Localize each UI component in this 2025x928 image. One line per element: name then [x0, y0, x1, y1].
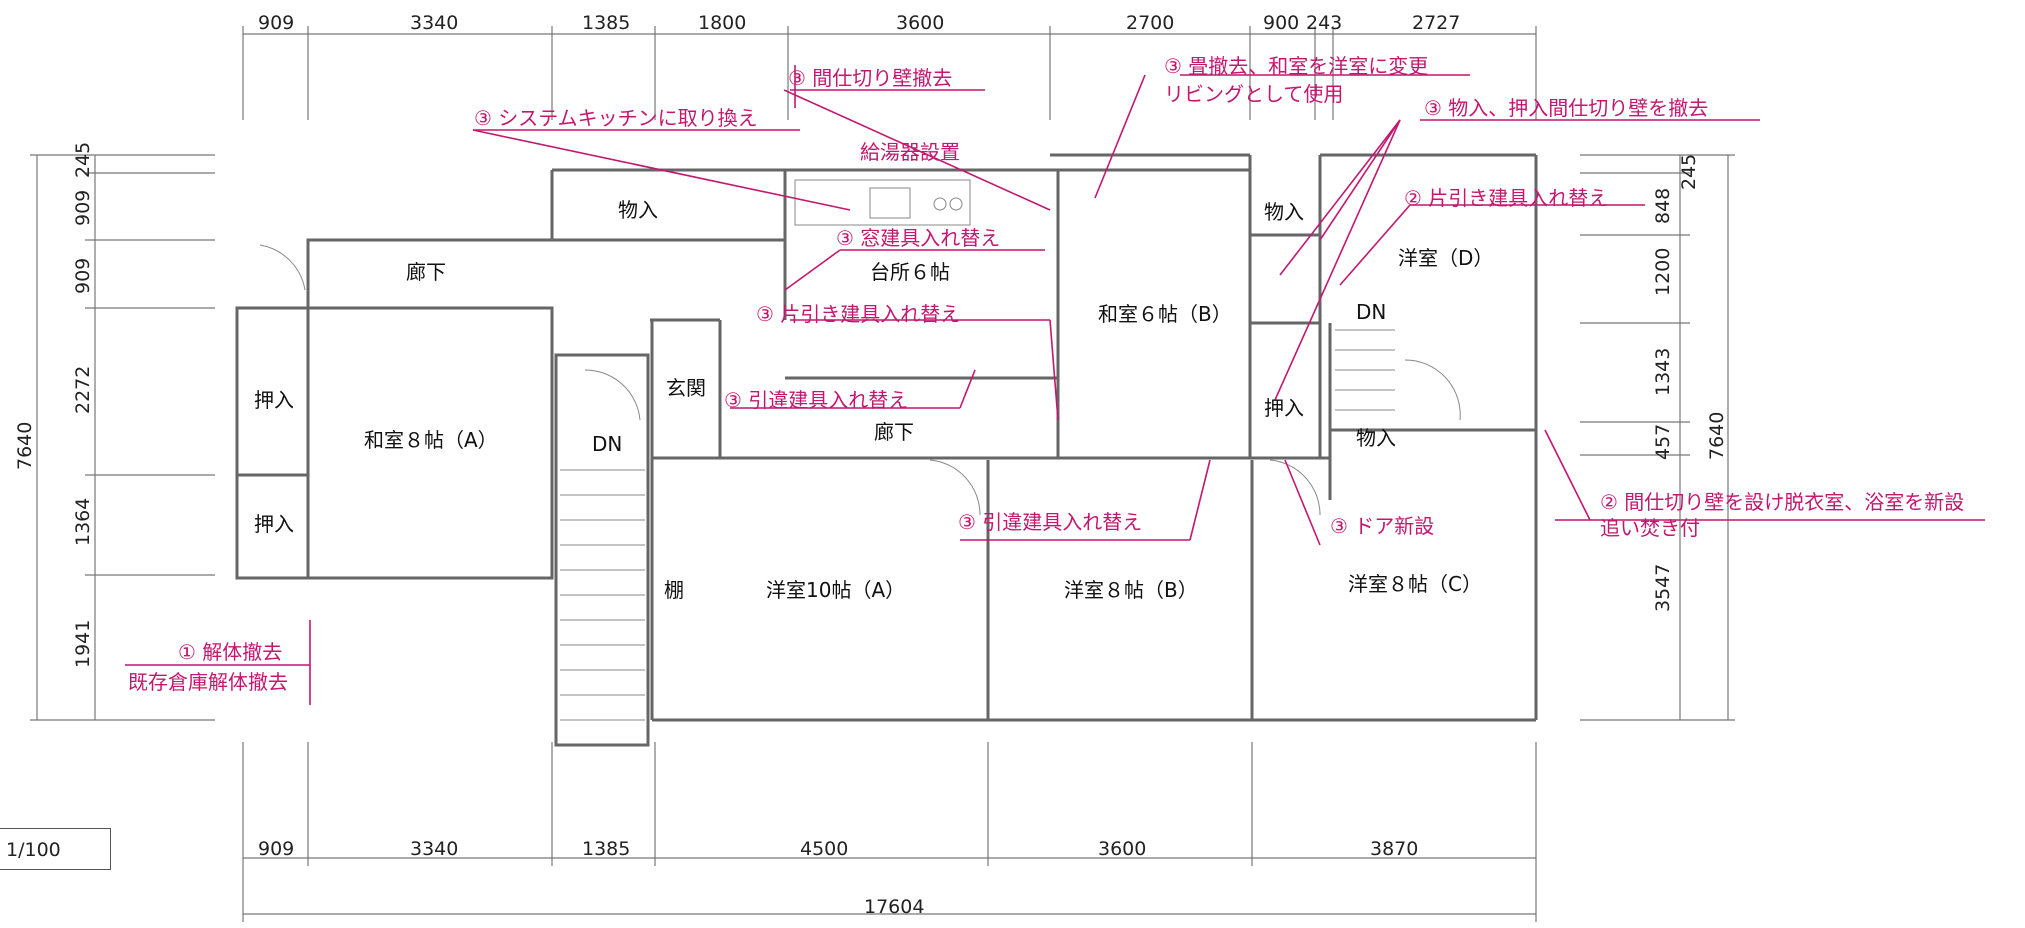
room-monoire-2: 物入: [1264, 200, 1304, 224]
stair-dn-1: DN: [592, 432, 623, 456]
stair-treads: [259, 179, 1461, 721]
note-sliding-door-3: ③ 片引き建具入れ替え: [756, 302, 961, 326]
stair-dn-2: DN: [1356, 300, 1387, 324]
room-yoshitsu-b: 洋室８帖（B）: [1064, 578, 1198, 602]
dim-right-5: 457: [1652, 423, 1674, 460]
room-oshiire-3: 押入: [1264, 396, 1304, 420]
dim-total: 17604: [864, 896, 925, 918]
room-yoshitsu-a: 洋室10帖（A）: [766, 578, 906, 602]
dim-right-3: 1200: [1652, 247, 1674, 296]
room-yoshitsu-c: 洋室８帖（C）: [1348, 572, 1482, 596]
note-living-use: リビングとして使用: [1164, 82, 1344, 106]
note-partition-removal: ③ 間仕切り壁撤去: [788, 66, 953, 90]
dim-right-1: 245: [1678, 153, 1700, 190]
room-monoire-3: 物入: [1356, 426, 1396, 450]
room-oshiire-2: 押入: [254, 512, 294, 536]
dim-left-1: 245: [72, 141, 94, 178]
dim-right-2: 848: [1652, 187, 1674, 224]
dim-right-6: 3547: [1652, 563, 1674, 612]
note-system-kitchen: ③ システムキッチンに取り換え: [474, 106, 758, 130]
dim-top-9: 2727: [1412, 12, 1461, 34]
dim-top-4: 1800: [698, 12, 747, 34]
dim-top-1: 909: [258, 12, 295, 34]
note-sliding-door-2: ② 片引き建具入れ替え: [1404, 186, 1609, 210]
dim-bottom-3: 1385: [582, 838, 631, 860]
dim-right-4: 1343: [1652, 347, 1674, 396]
room-corridor-lower: 廊下: [874, 420, 914, 444]
room-shelf: 棚: [664, 578, 684, 602]
room-washitsu-a: 和室８帖（A）: [364, 428, 498, 452]
note-reheat: 追い焚き付: [1600, 516, 1700, 540]
note-tatami-removal: ③ 畳撤去、和室を洋室に変更: [1164, 54, 1429, 78]
dim-left-2: 909: [72, 189, 94, 226]
dim-right-total: 7640: [1706, 411, 1728, 460]
note-water-heater: 給湯器設置: [860, 140, 960, 164]
note-closet-wall-removal: ③ 物入、押入間仕切り壁を撤去: [1424, 96, 1709, 120]
dim-left-5: 1364: [72, 497, 94, 546]
dim-top-7: 900: [1263, 12, 1300, 34]
dim-top-2: 3340: [410, 12, 459, 34]
dim-bottom-6: 3870: [1370, 838, 1419, 860]
dim-left-total: 7640: [14, 421, 36, 470]
room-monoire-1: 物入: [618, 198, 658, 222]
room-kitchen: 台所６帖: [870, 260, 950, 284]
room-yoshitsu-d: 洋室（D）: [1398, 246, 1494, 270]
room-entrance: 玄関: [666, 376, 706, 400]
dim-bottom-2: 3340: [410, 838, 459, 860]
room-oshiire-1: 押入: [254, 388, 294, 412]
dim-bottom-5: 3600: [1098, 838, 1147, 860]
dim-top-6: 2700: [1126, 12, 1175, 34]
dim-top-8: 243: [1306, 12, 1343, 34]
note-storage-demolition: 既存倉庫解体撤去: [128, 670, 288, 694]
note-bath-new: ② 間仕切り壁を設け脱衣室、浴室を新設: [1600, 490, 1965, 514]
dim-top-5: 3600: [896, 12, 945, 34]
dimension-lines: [30, 26, 1735, 922]
scale-label: 1/100: [6, 839, 61, 861]
dim-bottom-4: 4500: [800, 838, 849, 860]
note-window-replacement: ③ 窓建具入れ替え: [836, 226, 1001, 250]
room-corridor-upper: 廊下: [406, 260, 446, 284]
dim-bottom-1: 909: [258, 838, 295, 860]
note-double-sliding-1: ③ 引違建具入れ替え: [724, 388, 909, 412]
room-washitsu-b: 和室６帖（B）: [1098, 302, 1232, 326]
note-double-sliding-2: ③ 引違建具入れ替え: [958, 510, 1143, 534]
note-demolition: ① 解体撤去: [178, 640, 283, 664]
walls: [235, 153, 1538, 747]
dim-left-3: 909: [72, 257, 94, 294]
dim-left-4: 2272: [72, 365, 94, 414]
scale-box: 1/100: [0, 828, 111, 870]
note-new-door: ③ ドア新設: [1330, 514, 1435, 538]
dim-left-6: 1941: [72, 619, 94, 668]
annotation-leaders: [125, 65, 1985, 705]
dim-top-3: 1385: [582, 12, 631, 34]
